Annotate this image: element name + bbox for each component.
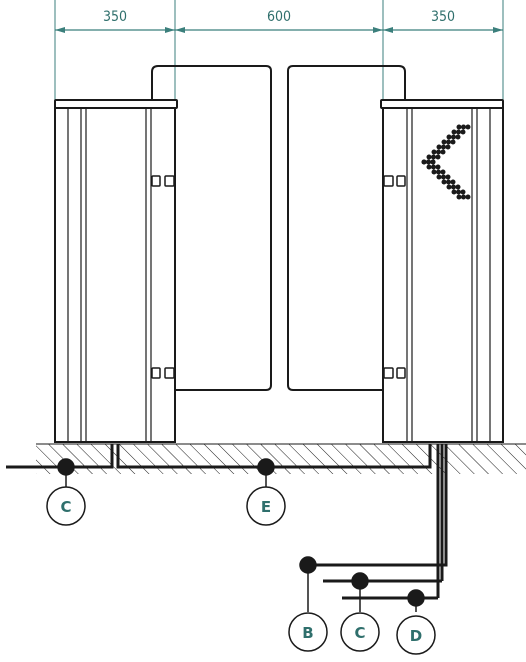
- indicator-dot: [426, 154, 432, 160]
- indicator-dot: [430, 159, 436, 165]
- hinge-bracket-left-lower: [151, 367, 175, 379]
- indicator-dot: [460, 189, 466, 195]
- indicator-dot: [455, 184, 461, 190]
- indicator-dot: [421, 159, 427, 165]
- callout-right-cable-2: C: [340, 612, 380, 652]
- indicator-dot: [450, 179, 456, 185]
- indicator-dot: [451, 189, 457, 195]
- indicator-dot: [436, 144, 442, 150]
- dimension-right-width: 350: [431, 9, 455, 25]
- dimension-left-width: 350: [103, 9, 127, 25]
- callout-label: C: [60, 498, 71, 516]
- indicator-dot: [455, 134, 461, 140]
- indicator-dot: [456, 129, 461, 135]
- indicator-dot: [461, 194, 466, 200]
- indicator-dot: [451, 184, 456, 190]
- indicator-dot: [465, 194, 471, 200]
- glass-gate-right: [287, 65, 406, 391]
- callout-right-cable-1: B: [288, 612, 328, 652]
- indicator-dot: [426, 164, 432, 170]
- callout-label: C: [354, 624, 365, 642]
- cabinet-left: [54, 99, 178, 443]
- callout-label: E: [261, 498, 271, 516]
- indicator-dot: [436, 169, 441, 175]
- indicator-dot: [426, 159, 431, 165]
- indicator-dot: [451, 134, 456, 140]
- hinge-bracket-right-upper: [383, 175, 406, 187]
- callout-label: B: [302, 624, 313, 642]
- indicator-dot: [456, 124, 462, 130]
- indicator-dot: [460, 129, 466, 135]
- indicator-dot: [431, 154, 436, 160]
- indicator-dot: [446, 139, 451, 145]
- chevron-left-dot-matrix-icon: [421, 124, 471, 200]
- indicator-dot: [440, 149, 446, 155]
- indicator-dot: [446, 134, 452, 140]
- indicator-dot: [436, 149, 441, 155]
- indicator-dot: [451, 129, 457, 135]
- indicator-dot: [441, 174, 446, 180]
- indicator-dot: [431, 149, 437, 155]
- indicator-dot: [435, 154, 441, 160]
- indicator-dot: [461, 124, 466, 130]
- dimension-annotations: [54, 0, 504, 102]
- callout-passage-cable: E: [246, 486, 286, 526]
- indicator-dot: [441, 139, 447, 145]
- glass-gate-left: [151, 65, 272, 391]
- hinge-bracket-left-upper: [151, 175, 175, 187]
- hinge-bracket-right-lower: [383, 367, 406, 379]
- cable-junctions: [57, 458, 425, 612]
- indicator-dot: [440, 169, 446, 175]
- callout-left-cable: C: [46, 486, 86, 526]
- indicator-dot: [445, 144, 451, 150]
- indicator-dot: [436, 174, 442, 180]
- callout-right-cable-3: D: [396, 615, 436, 655]
- indicator-dot: [446, 184, 452, 190]
- indicator-dot: [441, 179, 447, 185]
- cabinet-right: [380, 99, 504, 443]
- ground-floor: [36, 443, 526, 474]
- indicator-dot: [450, 139, 456, 145]
- cable-runs: [6, 444, 448, 600]
- callout-label: D: [410, 627, 422, 645]
- indicator-dot: [456, 194, 462, 200]
- indicator-dot: [441, 144, 446, 150]
- indicator-dot: [445, 174, 451, 180]
- indicator-dot: [465, 124, 471, 130]
- indicator-dot: [446, 179, 451, 185]
- indicator-dot: [431, 164, 436, 170]
- indicator-dot: [435, 164, 441, 170]
- indicator-dot: [456, 189, 461, 195]
- indicator-dot: [431, 169, 437, 175]
- dimension-passage-width: 600: [267, 9, 291, 25]
